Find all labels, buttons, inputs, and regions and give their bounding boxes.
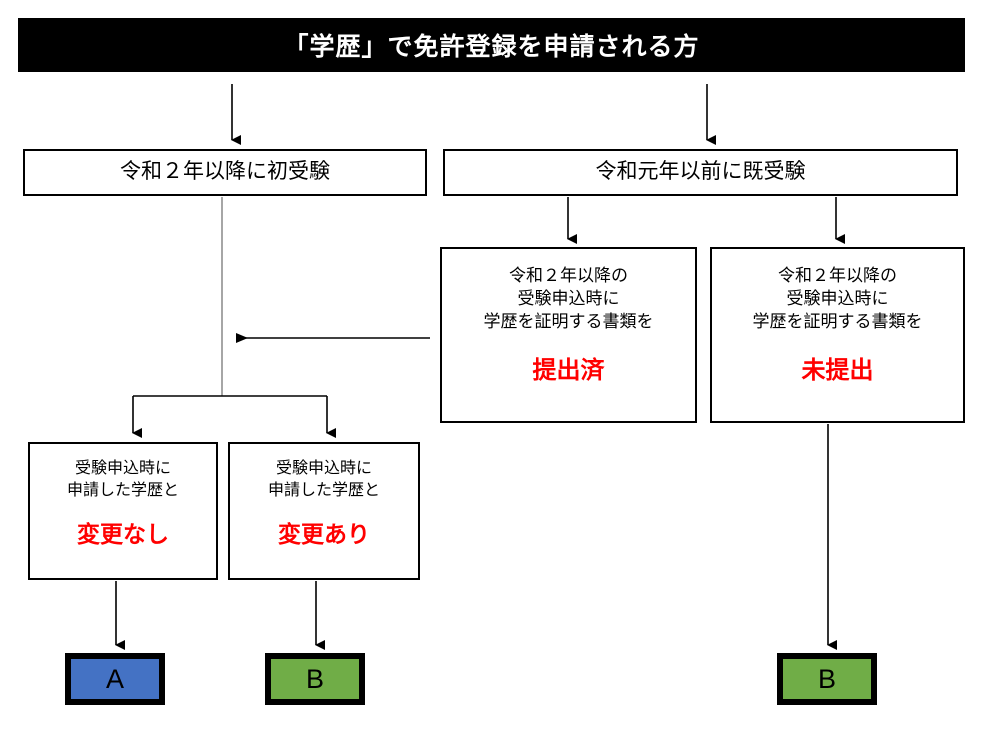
node-prev-exam: 令和元年以前に既受験 <box>443 149 958 196</box>
node-first-exam-line-1: 令和２年以降に初受験 <box>120 160 330 184</box>
page-title: 「学歴」で免許登録を申請される方 <box>18 18 965 72</box>
node-not-submitted-emphasis: 未提出 <box>801 356 874 384</box>
node-not-submitted-line-1: 令和２年以降の <box>778 266 897 285</box>
node-documents-not-submitted: 令和２年以降の 受験申込時に 学歴を証明する書類を 未提出 <box>710 247 965 423</box>
node-prev-exam-line-1: 令和元年以前に既受験 <box>595 160 806 184</box>
node-no-change-emphasis: 変更なし <box>77 521 169 548</box>
node-first-exam: 令和２年以降に初受験 <box>23 149 427 196</box>
node-changed: 受験申込時に 申請した学歴と 変更あり <box>228 442 420 580</box>
node-not-submitted-line-3: 学歴を証明する書類を <box>752 311 923 331</box>
node-no-change-line-2: 申請した学歴と <box>66 481 179 499</box>
node-changed-line-1: 受験申込時に <box>275 460 372 477</box>
node-submitted-line-3: 学歴を証明する書類を <box>483 311 654 331</box>
result-chip-a: A <box>65 653 165 705</box>
node-submitted-line-1: 令和２年以降の <box>509 266 628 285</box>
node-submitted-emphasis: 提出済 <box>532 356 605 384</box>
result-chip-b-right: B <box>777 653 877 705</box>
node-no-change-line-1: 受験申込時に <box>74 460 171 477</box>
node-changed-line-2: 申請した学歴と <box>267 481 380 499</box>
node-documents-submitted: 令和２年以降の 受験申込時に 学歴を証明する書類を 提出済 <box>440 247 697 423</box>
result-chip-b-left: B <box>265 653 365 705</box>
node-changed-emphasis: 変更あり <box>278 521 370 548</box>
node-not-submitted-line-2: 受験申込時に <box>786 288 889 308</box>
node-no-change: 受験申込時に 申請した学歴と 変更なし <box>28 442 218 580</box>
node-submitted-line-2: 受験申込時に <box>517 288 620 308</box>
